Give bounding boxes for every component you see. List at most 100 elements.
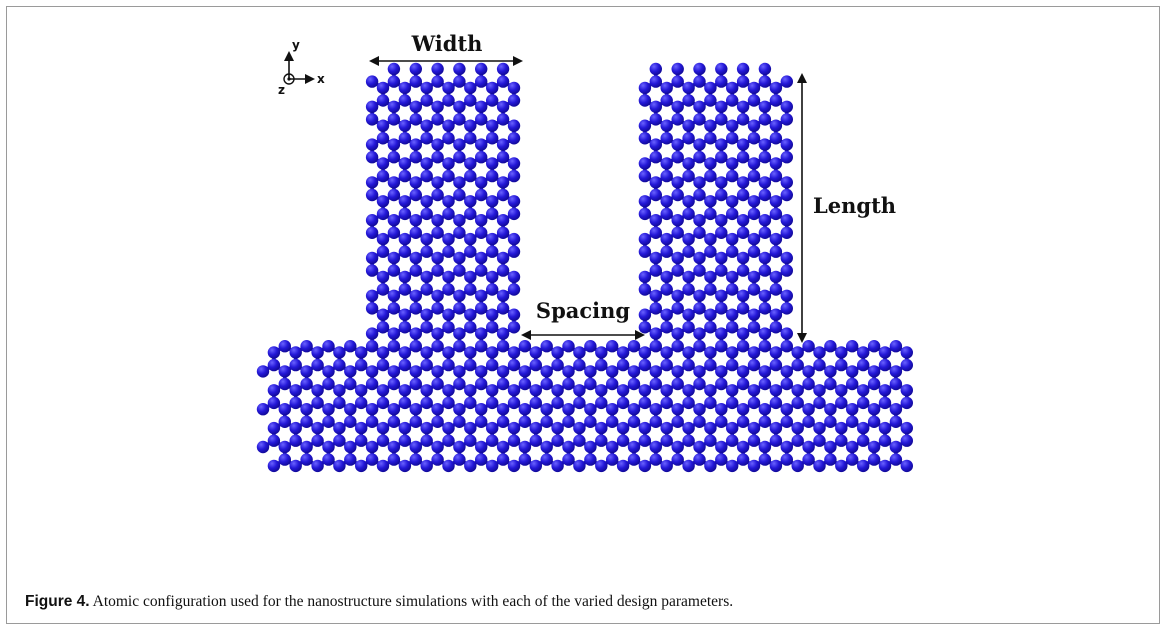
atom xyxy=(333,396,346,410)
atom xyxy=(464,358,477,372)
atom xyxy=(726,346,739,359)
atom xyxy=(889,377,903,391)
atom xyxy=(376,169,390,183)
atom xyxy=(638,81,652,95)
atom xyxy=(726,94,739,107)
atom xyxy=(409,302,422,315)
atom xyxy=(824,453,837,466)
atom xyxy=(682,283,695,296)
atom xyxy=(507,195,521,208)
atom xyxy=(878,459,892,473)
atom xyxy=(649,289,662,302)
atom xyxy=(409,440,422,454)
atom xyxy=(365,340,379,353)
atom xyxy=(682,270,695,284)
atom xyxy=(736,327,750,340)
atom xyxy=(365,214,379,227)
spacing-label: Spacing xyxy=(536,298,630,323)
atom xyxy=(431,100,444,114)
atom xyxy=(311,396,324,410)
atom xyxy=(726,384,739,397)
atom xyxy=(267,434,281,447)
atom xyxy=(464,308,477,321)
atom xyxy=(322,440,335,454)
atom xyxy=(867,365,881,378)
length-label: Length xyxy=(813,193,896,218)
atom xyxy=(442,157,455,170)
atom xyxy=(562,440,575,454)
atom xyxy=(802,415,815,428)
atom xyxy=(736,340,750,353)
atom xyxy=(431,138,444,151)
atom xyxy=(398,321,412,334)
atom xyxy=(540,377,553,391)
atom xyxy=(671,377,684,391)
atom xyxy=(409,100,422,114)
atom xyxy=(638,119,652,132)
atom xyxy=(475,226,488,239)
atom xyxy=(398,270,412,284)
atom xyxy=(627,453,641,466)
atom xyxy=(365,226,379,239)
atom xyxy=(496,264,510,277)
atom xyxy=(311,459,324,473)
atom xyxy=(867,403,881,416)
atom xyxy=(638,396,652,410)
atom xyxy=(387,62,401,76)
atom xyxy=(475,151,488,164)
atom xyxy=(769,207,783,221)
atom xyxy=(376,270,390,284)
atom xyxy=(300,440,313,454)
atom xyxy=(758,226,772,239)
atom xyxy=(486,270,499,284)
atom xyxy=(660,119,673,132)
atom xyxy=(726,358,739,372)
atom xyxy=(726,169,739,183)
atom xyxy=(376,308,390,321)
atom xyxy=(715,377,728,391)
atom xyxy=(638,421,652,435)
atom xyxy=(333,358,346,372)
atom xyxy=(704,358,717,372)
atom xyxy=(671,226,684,239)
atom xyxy=(529,384,542,397)
atom xyxy=(660,270,673,284)
atom xyxy=(813,459,826,473)
atom xyxy=(420,396,433,410)
atom xyxy=(551,384,564,397)
atom xyxy=(835,346,848,359)
atom xyxy=(409,62,422,76)
nanostructure-figure: y x z Width Spacing Length xyxy=(256,31,913,473)
atom xyxy=(769,283,783,296)
atom xyxy=(540,453,553,466)
atom xyxy=(889,440,903,454)
atom xyxy=(867,453,881,466)
atom xyxy=(344,415,357,428)
atom xyxy=(464,232,477,246)
atom xyxy=(595,434,608,447)
atom xyxy=(355,421,368,435)
atom xyxy=(726,321,739,334)
atom xyxy=(813,396,826,410)
atom xyxy=(747,321,761,334)
atom xyxy=(747,94,761,107)
atom xyxy=(802,453,815,466)
atom xyxy=(780,176,793,189)
atom xyxy=(715,327,728,340)
atom xyxy=(507,459,521,473)
atom xyxy=(846,403,859,416)
atom xyxy=(769,81,783,95)
atom xyxy=(344,365,357,378)
atom xyxy=(507,132,521,145)
atom xyxy=(682,434,695,447)
atom xyxy=(573,396,586,410)
atom xyxy=(627,440,641,454)
atom xyxy=(704,245,717,258)
atom xyxy=(747,195,761,208)
atom xyxy=(660,157,673,170)
atom xyxy=(496,214,510,227)
atom xyxy=(453,403,466,416)
atom xyxy=(475,453,488,466)
atom xyxy=(409,264,422,277)
atom xyxy=(649,453,662,466)
